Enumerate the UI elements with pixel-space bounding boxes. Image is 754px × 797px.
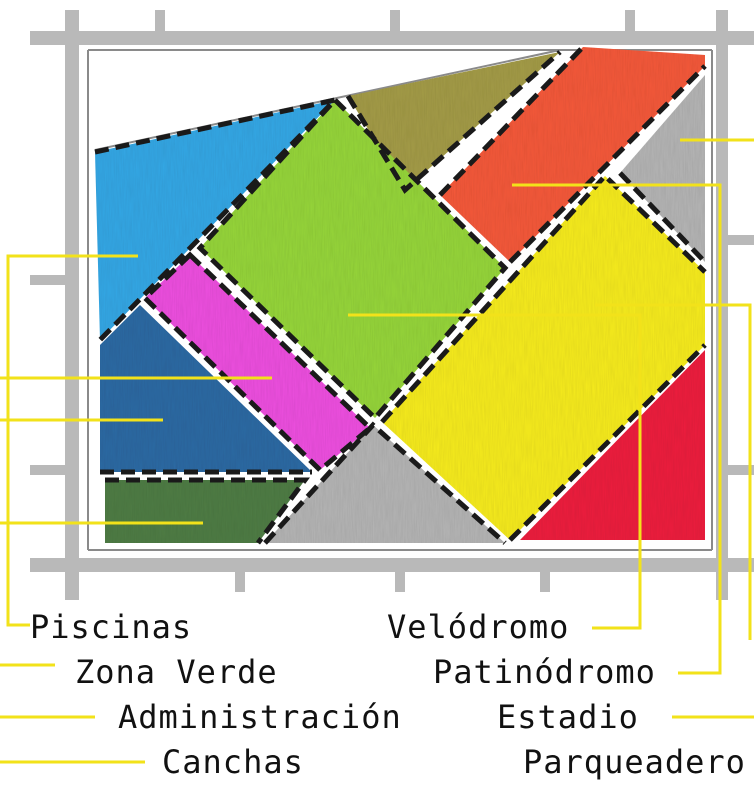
zone-parqueadero-lower: [265, 425, 505, 543]
labels: Piscinas Zona Verde Administración Canch…: [30, 608, 746, 781]
zone-patinodromo: [440, 47, 705, 262]
label-estadio: Estadio: [497, 698, 639, 736]
leader-lines: [0, 138, 754, 764]
zone-administracion: [145, 255, 370, 470]
leader-piscinas: [6, 254, 138, 627]
zone-velodromo: [200, 100, 505, 418]
zone-canchas: [100, 305, 312, 472]
zone-piscinas: [95, 100, 335, 340]
leader-velodromo: [348, 313, 642, 630]
zone-estadio: [382, 176, 705, 540]
zone-zona-verde: [105, 480, 305, 543]
leader-patinodromo: [512, 183, 722, 675]
leader-estadio: [595, 303, 752, 640]
zone-red: [520, 350, 705, 540]
dashed-boundaries: [94, 45, 707, 545]
zone-parqueadero-upper: [620, 75, 705, 262]
label-patinodromo: Patinódromo: [433, 653, 656, 691]
zone-olive: [348, 52, 560, 190]
street-frame: [30, 10, 754, 600]
label-zona-verde: Zona Verde: [75, 653, 278, 691]
label-piscinas: Piscinas: [30, 608, 192, 646]
label-administracion: Administración: [118, 698, 402, 736]
label-canchas: Canchas: [162, 743, 304, 781]
label-velodromo: Velódromo: [387, 608, 569, 646]
label-parqueadero: Parqueadero: [523, 743, 746, 781]
